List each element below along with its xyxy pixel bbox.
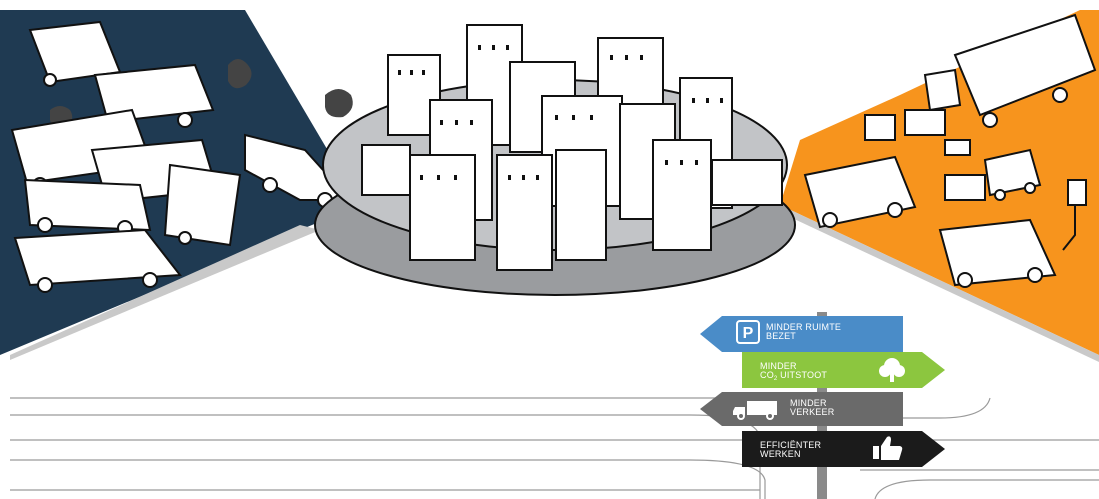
building-windows xyxy=(398,45,723,180)
sign-space-line2: BEZET xyxy=(766,331,797,341)
van xyxy=(244,133,353,208)
sign-traffic xyxy=(700,392,903,426)
charging-station xyxy=(1062,179,1087,251)
sign-traffic-line2: VERKEER xyxy=(790,407,835,417)
sign-co2-line1: MINDER xyxy=(760,361,797,371)
truck xyxy=(923,13,1097,128)
congested-traffic-panel xyxy=(0,10,360,360)
sign-co2-line2: CO2 UITSTOOT xyxy=(760,370,828,383)
van xyxy=(163,163,242,247)
efficient-logistics-panel xyxy=(775,10,1099,362)
sign-space-line1: MINDER RUIMTE xyxy=(766,322,842,332)
sign-efficient-line2: WERKEN xyxy=(760,449,801,459)
thumbs-up-icon xyxy=(873,436,903,460)
tree-icon xyxy=(879,358,905,382)
electric-car xyxy=(983,148,1042,201)
sign-traffic-line1: MINDER xyxy=(790,398,827,408)
parking-icon: P xyxy=(736,320,760,344)
sign-co2-label: MINDER CO2 UITSTOOT xyxy=(760,362,827,384)
sign-space-label: MINDER RUIMTE BEZET xyxy=(766,323,841,341)
van xyxy=(23,178,152,236)
city-hub xyxy=(314,24,796,296)
parcels xyxy=(864,109,986,201)
delivery-van xyxy=(938,218,1057,288)
vans xyxy=(10,20,353,293)
delivery-van xyxy=(803,155,917,229)
signpost: P xyxy=(700,312,945,499)
truck-icon xyxy=(733,401,777,420)
sign-efficient-line1: EFFICIËNTER xyxy=(760,440,822,450)
delivery-vehicles xyxy=(803,13,1097,288)
van xyxy=(13,228,182,293)
sign-traffic-label: MINDER VERKEER xyxy=(790,399,834,417)
sign-efficient-label: EFFICIËNTER WERKEN xyxy=(760,441,821,459)
svg-text:P: P xyxy=(743,325,754,342)
